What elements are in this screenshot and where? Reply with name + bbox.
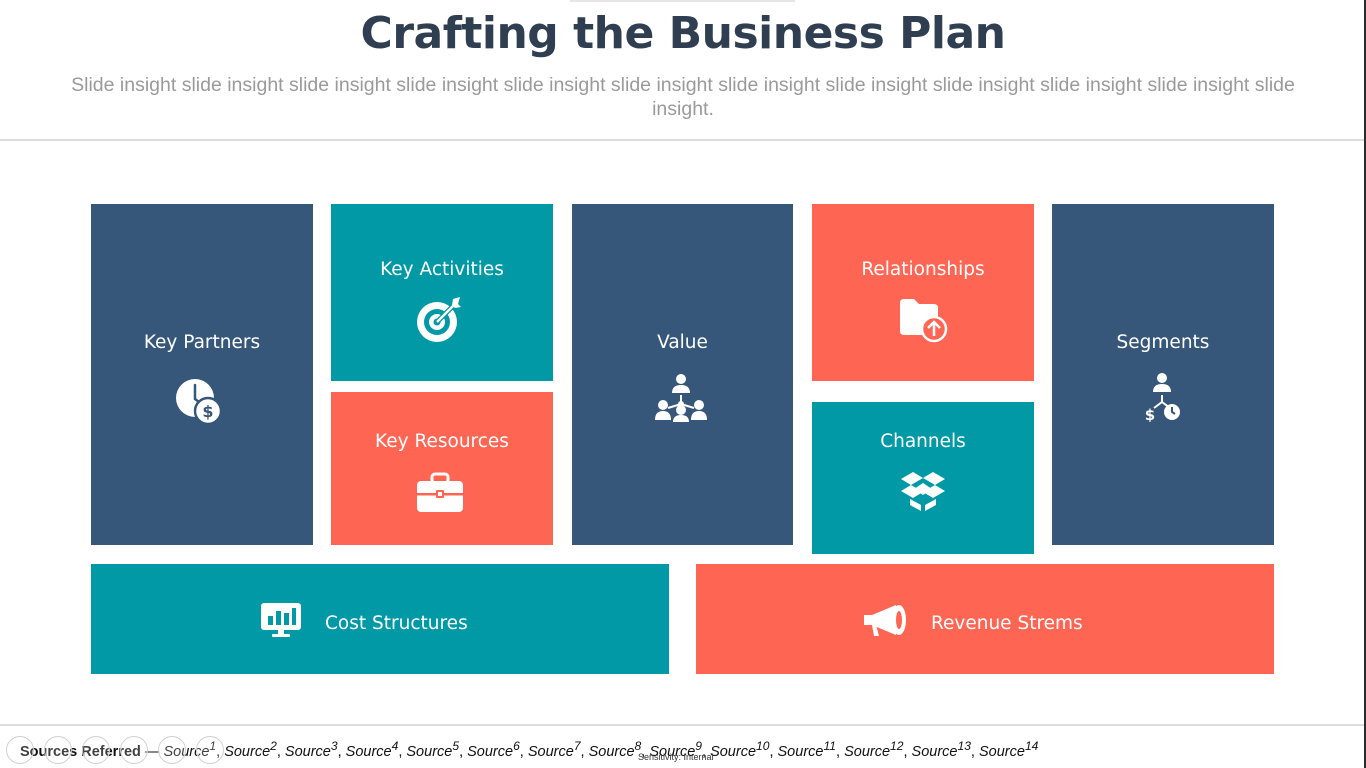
previous-slide-button[interactable] xyxy=(6,736,34,764)
tile-label: Channels xyxy=(880,431,966,452)
megaphone-icon xyxy=(864,605,906,636)
tile-label: Value xyxy=(657,332,708,353)
tile-label: Revenue Strems xyxy=(931,613,1083,634)
tile-label: Key Resources xyxy=(375,431,509,452)
pen-tool-button[interactable] xyxy=(82,736,110,764)
tile-relationships[interactable]: Relationships xyxy=(812,204,1034,381)
window-edge xyxy=(1364,0,1366,768)
briefcase-icon xyxy=(417,472,463,512)
source-ref[interactable]: Source2 xyxy=(224,739,277,760)
target-arrow-icon xyxy=(417,297,461,342)
monitor-chart-icon xyxy=(261,603,301,637)
folder-upload-icon xyxy=(900,299,948,343)
people-network-icon xyxy=(655,374,707,422)
source-ref[interactable]: Source8 xyxy=(588,739,642,760)
tile-key-activities[interactable]: Key Activities xyxy=(331,204,553,381)
zoom-button[interactable] xyxy=(158,736,186,764)
tile-cost-structures[interactable]: Cost Structures xyxy=(91,564,669,674)
tile-revenue-strems[interactable]: Revenue Strems xyxy=(696,564,1274,674)
tile-channels[interactable]: Channels xyxy=(812,402,1034,554)
sources-dash: — xyxy=(140,743,164,760)
dropbox-box-icon xyxy=(901,472,945,511)
tile-label: Cost Structures xyxy=(325,613,468,634)
source-ref[interactable]: Source5 xyxy=(406,739,460,760)
top-divider-mark xyxy=(570,0,795,2)
source-ref[interactable]: Source10 xyxy=(710,739,770,760)
source-ref[interactable]: Source14 xyxy=(978,739,1039,760)
tile-key-partners[interactable]: Key Partners $ xyxy=(91,204,313,545)
more-options-button[interactable] xyxy=(196,736,224,764)
tile-label: Segments xyxy=(1116,332,1210,353)
header-divider xyxy=(0,139,1364,141)
source-ref[interactable]: Source7 xyxy=(527,739,581,760)
source-ref[interactable]: Source9 xyxy=(649,739,702,760)
source-ref[interactable]: Source6 xyxy=(467,739,520,760)
tile-label: Relationships xyxy=(861,259,985,280)
sensitivity-label: Sensitivity: Internal xyxy=(638,752,714,762)
svg-text:$: $ xyxy=(1145,406,1155,422)
person-money-time-icon: $ xyxy=(1145,373,1180,422)
tile-value[interactable]: Value xyxy=(572,204,793,545)
slide-title: Crafting the Business Plan xyxy=(360,8,1006,59)
source-ref[interactable]: Source3 xyxy=(284,739,338,760)
source-ref[interactable]: Source13 xyxy=(911,739,971,760)
source-ref[interactable]: Source12 xyxy=(844,739,904,760)
clock-dollar-icon: $ xyxy=(176,379,223,426)
tile-key-resources[interactable]: Key Resources xyxy=(331,392,553,545)
tile-segments[interactable]: Segments $ xyxy=(1052,204,1274,545)
source-ref[interactable]: Source4 xyxy=(345,739,399,760)
svg-text:$: $ xyxy=(202,402,213,421)
slide-subtitle: Slide insight slide insight slide insigh… xyxy=(71,74,1295,120)
tile-label: Key Activities xyxy=(380,259,504,280)
next-slide-button[interactable] xyxy=(44,736,72,764)
slide-grid-button[interactable] xyxy=(120,736,148,764)
footer-divider xyxy=(0,724,1364,726)
source-ref[interactable]: Source11 xyxy=(777,739,837,760)
tile-label: Key Partners xyxy=(143,332,261,353)
